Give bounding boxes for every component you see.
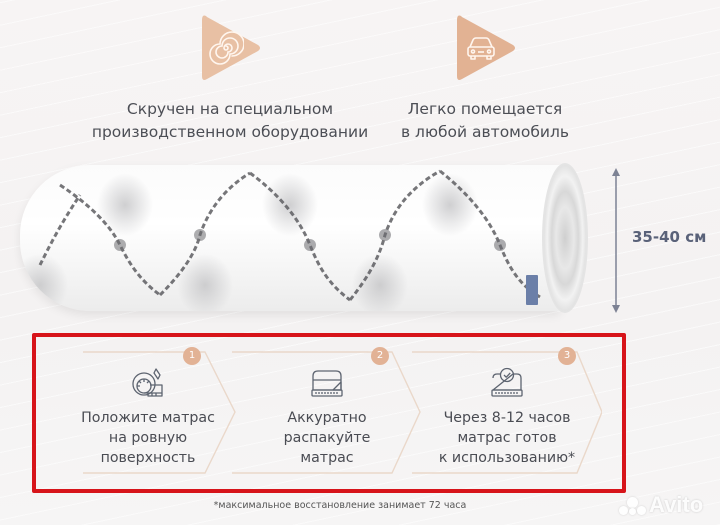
triangle-badge [453,10,517,86]
car-icon [467,37,495,60]
mattress-roll-body [20,165,560,311]
chevron-frame [232,351,421,474]
step-number-badge: 3 [558,347,576,365]
step-number-badge: 2 [371,347,389,365]
step-card-3: 3 Через 8-12 часов матрас готов к исполь… [412,347,602,475]
step-card-1: 1 Положите матрас на ровную поверхность [55,347,245,475]
chevron-frame [83,351,236,474]
step-text-line: поверхность [100,450,196,466]
rolled-mattress-image [20,163,590,313]
avito-logo-icon [617,494,647,516]
step-number-badge: 1 [183,347,201,365]
avito-watermark: Avito [617,492,703,518]
feature-fits-any-car: Легко помещается в любой автомобиль [370,0,600,144]
feature-label-line: в любой автомобиль [400,123,570,141]
feature-label-line: Легко помещается [407,100,563,118]
step-text-line: Через 8-12 часов [443,410,571,426]
step-text-line: к использованию* [438,450,576,466]
spiral-icon [209,31,244,65]
roll-out-mattress-icon [132,368,163,397]
step-card-2: 2 Аккуратно распакуйте матрас [232,347,422,475]
size-label: 35-40 см [632,228,707,246]
mattress-roll-end [542,163,588,313]
step-text-line: распакуйте [283,430,371,446]
feature-label-line: Скручен на специальном [126,100,334,118]
step-text-line: матрас готов [457,430,557,446]
feature-label-line: производственном оборудовании [91,123,369,141]
unpack-mattress-icon [311,370,343,397]
triangle-badge [198,10,262,86]
footnote: *максимальное восстановление занимает 72… [213,500,467,511]
feature-rolled-on-equipment: Скручен на специальном производственном … [60,0,400,144]
step-text-line: на ровную [108,430,188,446]
avito-wordmark: Avito [649,492,704,517]
step-text-line: Положите матрас [81,410,215,426]
highlight-frame [32,333,626,493]
chevron-frame [412,351,602,474]
step-text-line: Аккуратно [287,410,367,426]
brand-tag [526,275,538,305]
mattress-ready-check-icon [491,367,523,397]
step-text-line: матрас [300,450,354,466]
height-arrow-icon [612,168,620,313]
